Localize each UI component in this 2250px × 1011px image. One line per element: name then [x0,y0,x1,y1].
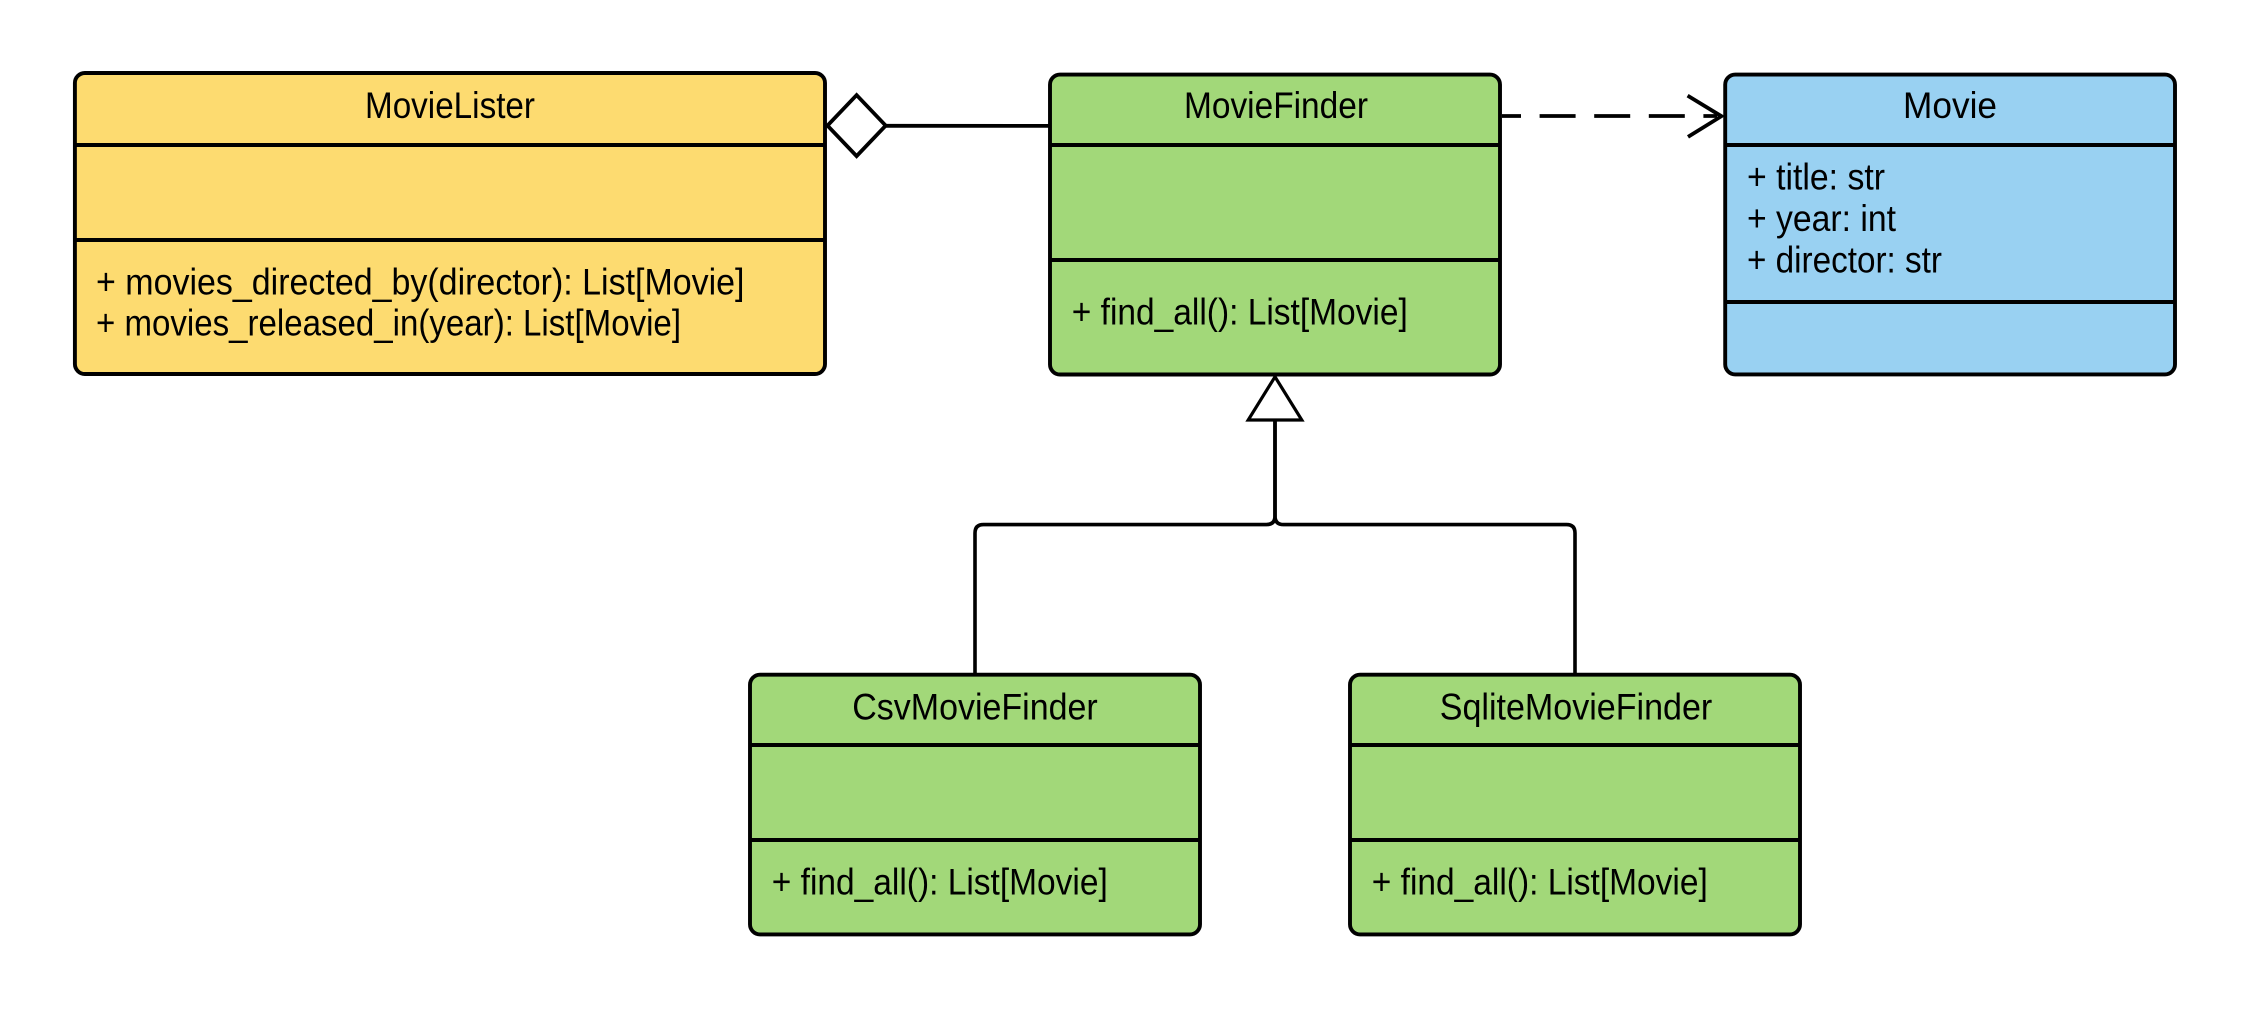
svg-text:+ find_all(): List[Movie]: + find_all(): List[Movie] [1072,291,1408,332]
svg-text:+ find_all(): List[Movie]: + find_all(): List[Movie] [772,861,1108,902]
svg-text:+ title: str: + title: str [1747,157,1885,198]
svg-text:+ find_all(): List[Movie]: + find_all(): List[Movie] [1372,861,1708,902]
svg-text:+ director: str: + director: str [1747,239,1942,280]
svg-text:+ movies_released_in(year): Li: + movies_released_in(year): List[Movie] [96,303,681,344]
svg-text:+ year: int: + year: int [1747,198,1897,239]
svg-text:Movie: Movie [1903,85,1997,126]
svg-text:CsvMovieFinder: CsvMovieFinder [852,687,1098,728]
svg-text:SqliteMovieFinder: SqliteMovieFinder [1440,687,1713,728]
svg-text:MovieLister: MovieLister [365,85,535,126]
svg-text:MovieFinder: MovieFinder [1184,85,1368,126]
svg-text:+ movies_directed_by(director): + movies_directed_by(director): List[Mov… [96,261,745,302]
